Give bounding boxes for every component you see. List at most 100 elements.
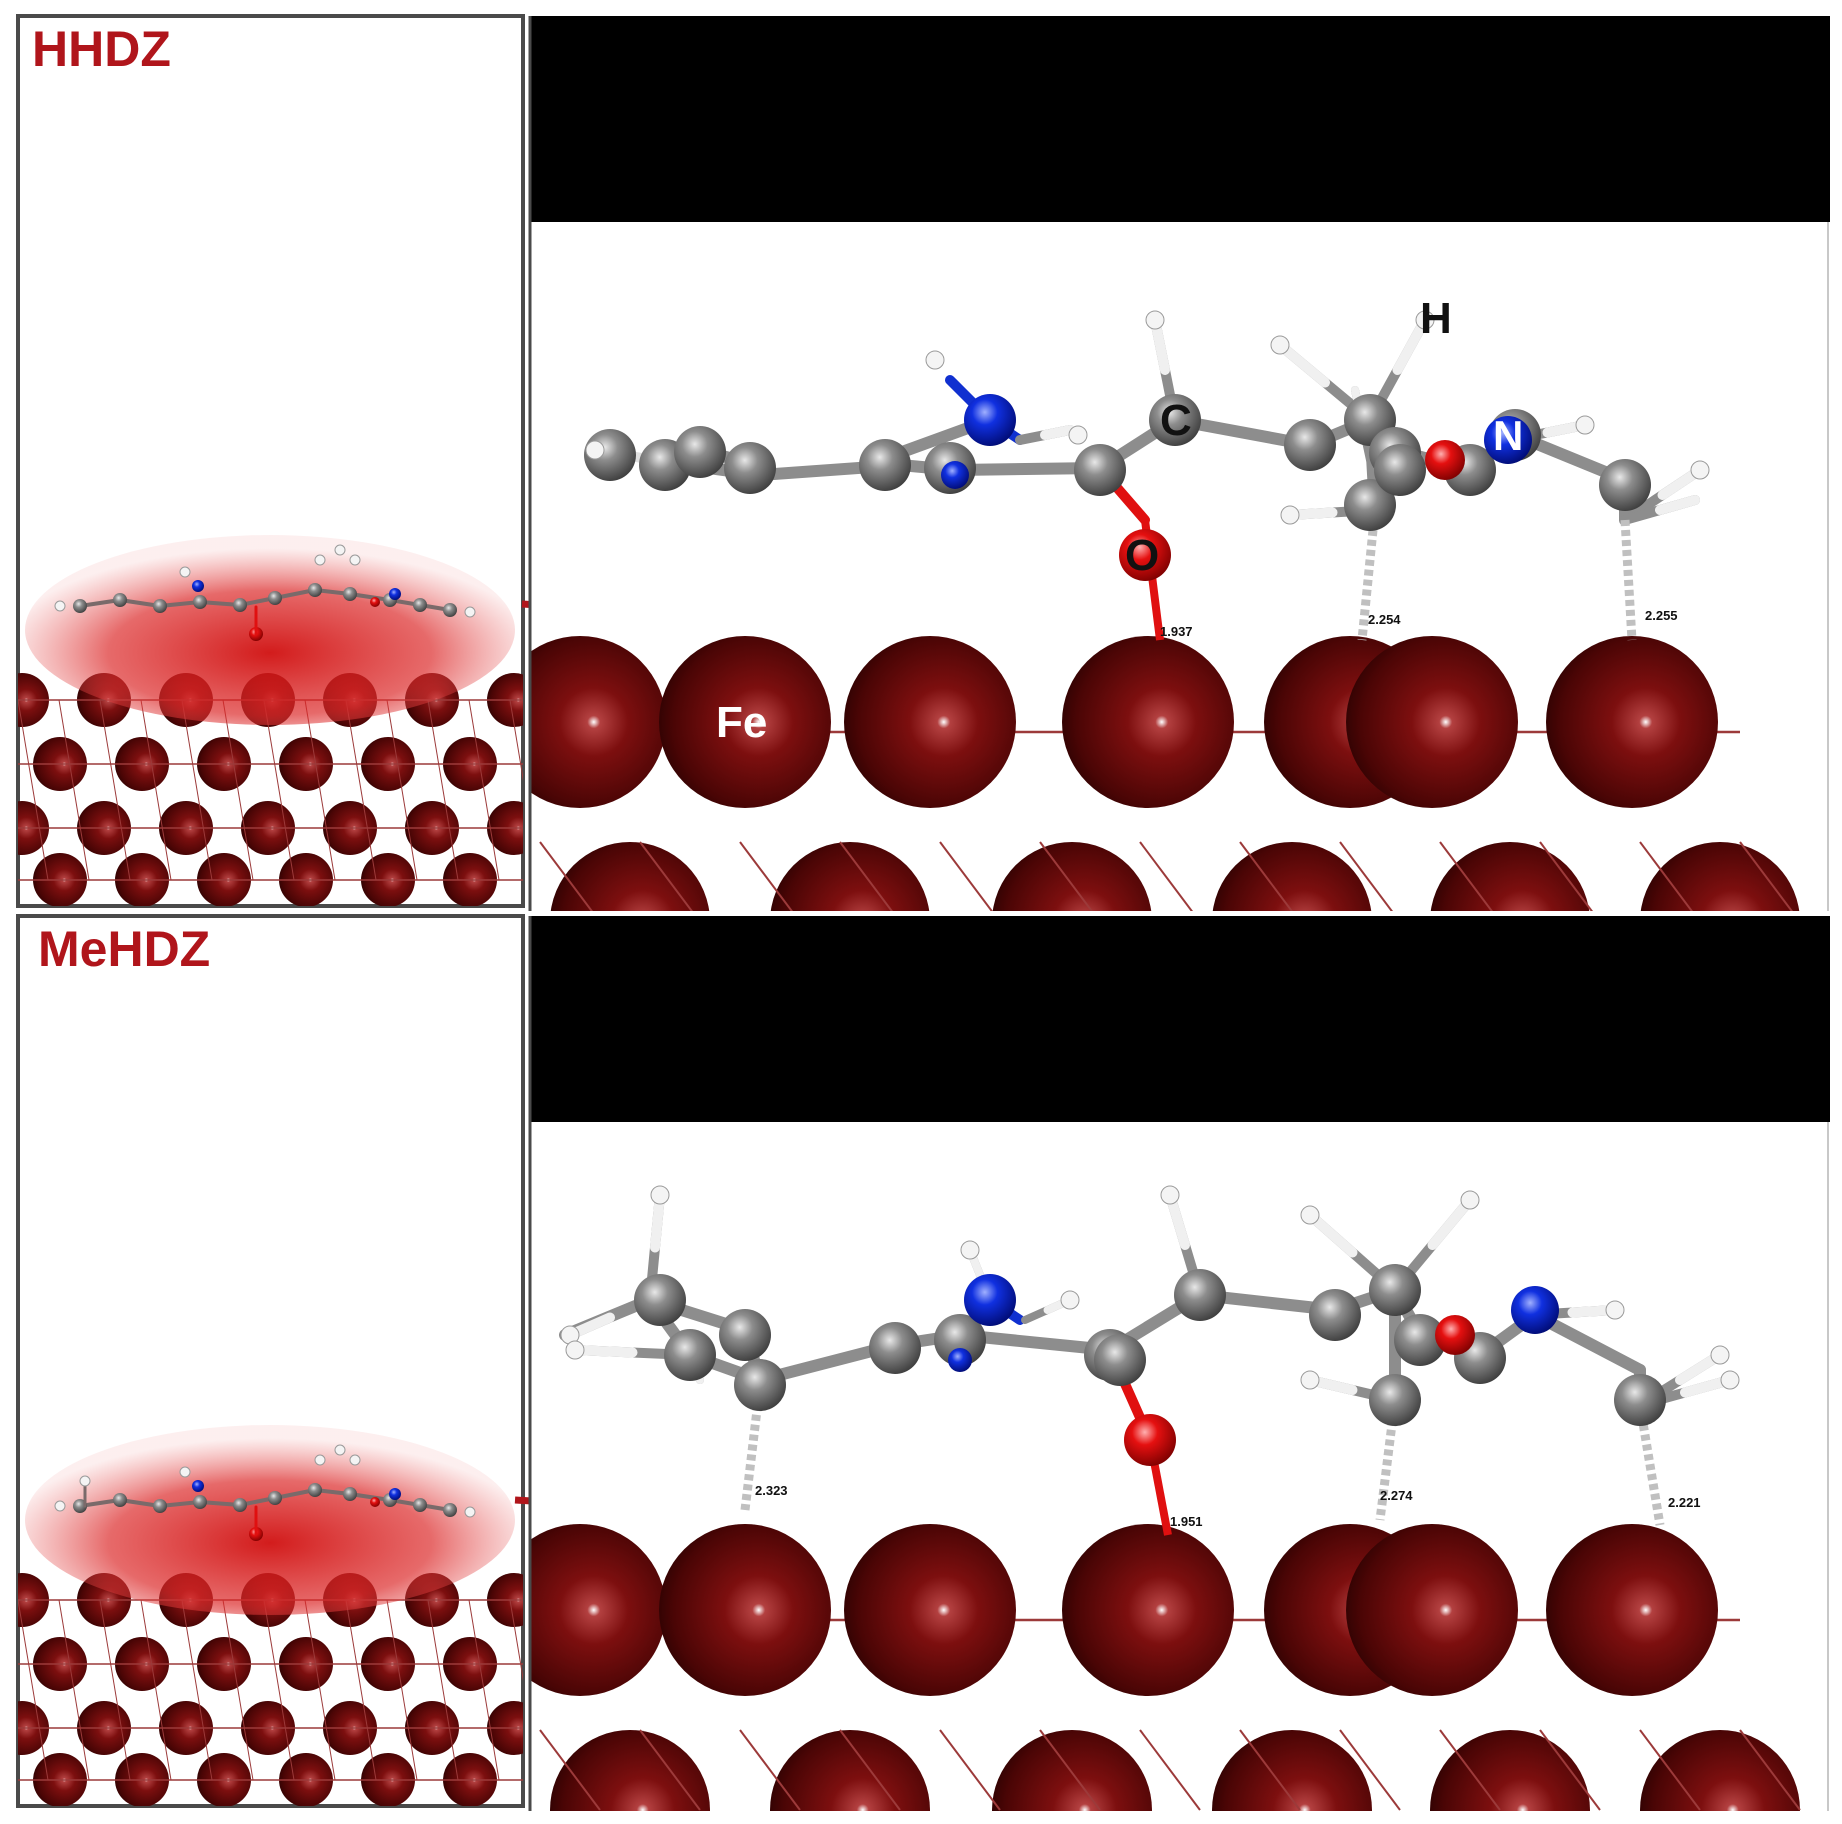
- lattice-line: [99, 1599, 131, 1781]
- nitrogen-atom: [941, 461, 969, 489]
- carbon-atom: [1309, 1289, 1361, 1341]
- carbon-atom: [1614, 1374, 1666, 1426]
- hydrogen-atom: [960, 1240, 980, 1260]
- hydrogen-atom: [79, 1475, 91, 1487]
- oxygen-atom: [370, 597, 380, 607]
- lattice-line: [58, 699, 90, 881]
- mehdz-molecule: [559, 1185, 1740, 1536]
- carbon-atom: [1369, 1374, 1421, 1426]
- mehdz-iron-surface: [530, 1524, 1801, 1811]
- carbon-atom: [193, 595, 207, 609]
- nitrogen-atom: [964, 1274, 1016, 1326]
- carbon-atom: [719, 1309, 771, 1361]
- lattice-line: [1639, 841, 1693, 911]
- lattice-line: [1239, 1729, 1301, 1811]
- carbon-atom: [869, 1322, 921, 1374]
- distance-label: 2.323: [755, 1483, 788, 1498]
- panel-title-mehdz: MeHDZ: [38, 921, 210, 977]
- carbon-atom: [674, 426, 726, 478]
- carbon-atom: [233, 598, 247, 612]
- iron-atom: [770, 842, 930, 911]
- carbon-atom: [268, 591, 282, 605]
- carbon-atom: [1174, 1269, 1226, 1321]
- adsorption-highlight: [25, 1425, 515, 1615]
- carbon-atom: [268, 1491, 282, 1505]
- lattice-line: [181, 1599, 213, 1781]
- iron-atom: [530, 1524, 666, 1696]
- iron-atom: [659, 636, 831, 808]
- hydrogen-atom: [1575, 415, 1595, 435]
- lattice-line: [345, 1599, 377, 1781]
- hydrogen-atom: [179, 1466, 191, 1478]
- carbon-atom: [1369, 1264, 1421, 1316]
- distance-label: 2.274: [1380, 1488, 1413, 1503]
- lattice-line: [1239, 841, 1293, 911]
- lattice-line: [739, 1729, 801, 1811]
- bond: [1357, 509, 1380, 641]
- carbon-atom: [1344, 479, 1396, 531]
- lattice-line: [1339, 841, 1393, 911]
- adsorption-highlight: [25, 535, 515, 725]
- iron-atom: [770, 1730, 930, 1811]
- bond: [1275, 340, 1330, 388]
- carbon-atom: [1284, 419, 1336, 471]
- distance-label: 2.255: [1645, 608, 1678, 623]
- carbon-label: C: [1160, 396, 1192, 445]
- hydrogen-atom: [1068, 425, 1088, 445]
- carbon-atom: [113, 1493, 127, 1507]
- oxygen-atom: [1119, 529, 1171, 581]
- hhdz-iron-surface: [530, 636, 1800, 911]
- lattice-line: [1039, 1729, 1101, 1811]
- iron-atom: [1346, 636, 1518, 808]
- carbon-atom: [1094, 1334, 1146, 1386]
- iron-label: Fe: [716, 698, 767, 747]
- panel-title-hhdz: HHDZ: [32, 21, 171, 77]
- lattice-line: [222, 1599, 254, 1781]
- oxygen-atom: [1425, 440, 1465, 480]
- mehdz-small-molecule: [54, 1444, 476, 1541]
- lattice-line: [222, 699, 254, 881]
- carbon-atom: [153, 1499, 167, 1513]
- iron-atom: [550, 842, 710, 911]
- hydrogen-atom: [1690, 460, 1710, 480]
- oxygen-label: O: [1125, 531, 1159, 580]
- iron-atom: [992, 842, 1152, 911]
- hydrogen-atom: [314, 1454, 326, 1466]
- bond: [1620, 519, 1637, 641]
- distance-label: 2.254: [1368, 612, 1401, 627]
- oxygen-atom: [370, 1497, 380, 1507]
- lattice-line: [639, 1729, 701, 1811]
- nitrogen-atom: [948, 1348, 972, 1372]
- hydrogen-atom: [1060, 1290, 1080, 1310]
- carbon-atom: [153, 599, 167, 613]
- lattice-line: [1539, 1729, 1601, 1811]
- nitrogen-atom: [192, 580, 204, 592]
- carbon-atom: [73, 599, 87, 613]
- carbon-atom: [343, 587, 357, 601]
- hydrogen-label: H: [1420, 294, 1452, 343]
- bond: [1040, 425, 1075, 440]
- nitrogen-atom: [389, 588, 401, 600]
- bond: [1427, 1195, 1475, 1250]
- hydrogen-atom: [1710, 1345, 1730, 1365]
- carbon-atom: [308, 583, 322, 597]
- nitrogen-label: N: [1493, 412, 1523, 459]
- hhdz-small-molecule: [54, 544, 476, 641]
- lattice-line: [263, 1599, 295, 1781]
- iron-atom: [844, 636, 1016, 808]
- lattice-line: [263, 699, 295, 881]
- hydrogen-atom: [464, 606, 476, 618]
- hydrogen-atom: [334, 544, 346, 556]
- carbon-atom: [859, 439, 911, 491]
- bond: [570, 1345, 638, 1358]
- iron-atom: [1640, 842, 1800, 911]
- carbon-atom: [724, 442, 776, 494]
- bond: [1655, 495, 1700, 515]
- iron-atom: [1212, 1730, 1372, 1811]
- nitrogen-atom: [389, 1488, 401, 1500]
- lattice-line: [140, 699, 172, 881]
- hydrogen-atom: [925, 350, 945, 370]
